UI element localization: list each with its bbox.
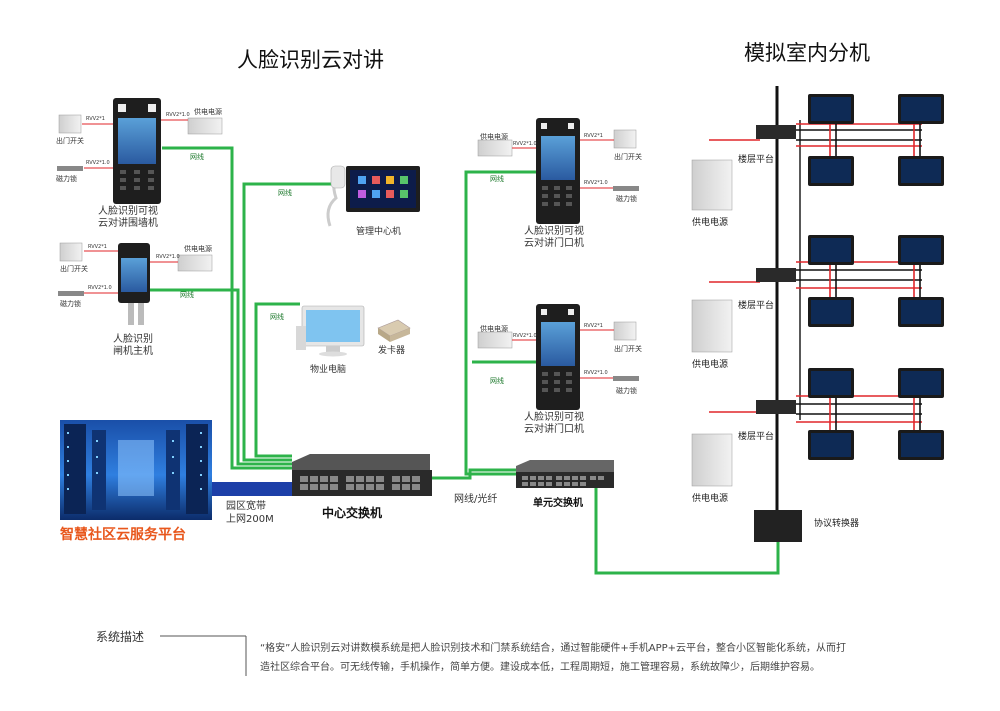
indoor-monitor [808, 297, 854, 327]
property-pc-label: 物业电脑 [310, 365, 347, 375]
mag-lock-label: 磁力锁 [616, 195, 637, 203]
center-switch-label: 中心交换机 [322, 506, 383, 520]
network-label: 网线 [490, 377, 504, 385]
power-supply-label: 供电电源 [480, 325, 508, 333]
indoor-monitor [898, 297, 944, 327]
property-pc-device [296, 305, 365, 357]
exit-switch-label: 出门开关 [56, 137, 84, 145]
mag-lock-device [57, 166, 83, 171]
indoor-monitors [808, 94, 944, 460]
unit-switch-label: 单元交换机 [533, 498, 583, 509]
network-label: 网线 [180, 291, 194, 299]
power-supply-device [187, 117, 223, 135]
cable-label: RVV2*1.0 [86, 160, 110, 166]
mag-lock-label: 磁力锁 [60, 300, 81, 308]
cable-label: RVV2*1.0 [513, 333, 537, 339]
wall-unit-label: 人脸识别可视 云对讲围墙机 [98, 206, 158, 229]
description-line-1: “格安”人脸识别云对讲数模系统是把人脸识别技术和门禁系统结合，通过智能硬件+手机… [260, 643, 847, 654]
card-issuer-label: 发卡器 [378, 346, 406, 356]
broadband-label: 园区宽带 上网200M [226, 501, 274, 525]
cable-label: RVV2*1.0 [584, 180, 608, 186]
network-label: 网线 [190, 153, 204, 161]
cable-label: RVV2*1 [86, 116, 105, 122]
network-lines [150, 146, 780, 575]
indoor-monitor [808, 156, 854, 186]
indoor-monitor [898, 94, 944, 124]
exit-button-device [58, 114, 82, 134]
cable-label: RVV2*1 [584, 133, 603, 139]
indoor-monitor [898, 430, 944, 460]
right-title: 模拟室内分机 [744, 41, 870, 65]
cloud-platform-label: 智慧社区云服务平台 [60, 527, 186, 543]
indoor-monitor [808, 430, 854, 460]
exit-switch-label: 出门开关 [614, 345, 642, 353]
cable-label: RVV2*1 [88, 244, 107, 250]
power-lines-wall [82, 119, 188, 169]
network-label: 网线 [490, 175, 504, 183]
power-lines-gate [84, 250, 178, 294]
network-label: 网线 [278, 189, 292, 197]
network-fiber-label: 网线/光纤 [454, 494, 498, 505]
mag-lock-device-2 [58, 291, 84, 296]
protocol-converter-label: 协议转换器 [814, 519, 860, 529]
center-switch-device [292, 454, 432, 496]
indoor-monitor [898, 156, 944, 186]
description-line-2: 造社区综合平台。可无线传输，手机操作，简单方便。建设成本低，工程周期短，施工管理… [260, 662, 820, 673]
server-room-image [60, 420, 212, 520]
gate-unit-device [118, 243, 150, 325]
analog-riser-section [691, 86, 922, 542]
power-supply-label: 供电电源 [480, 133, 508, 141]
cable-label: RVV2*1.0 [156, 254, 180, 260]
description-divider [160, 635, 247, 676]
cable-label: RVV2*1.0 [88, 285, 112, 291]
gate-unit-label: 人脸识别 闸机主机 [113, 334, 153, 357]
mag-lock-label: 磁力锁 [616, 387, 637, 395]
exit-button-device-2 [59, 242, 83, 262]
indoor-monitor [808, 235, 854, 265]
indoor-monitor [808, 94, 854, 124]
power-supply-label-right: 供电电源 [692, 218, 729, 228]
door-unit-1-label: 人脸识别可视 云对讲门口机 [524, 226, 584, 249]
unit-switch-device [516, 460, 614, 488]
floor-platform-label: 楼层平台 [738, 432, 775, 442]
exit-switch-label: 出门开关 [60, 265, 88, 273]
network-label: 网线 [270, 313, 284, 321]
indoor-monitor [898, 368, 944, 398]
management-center-device [326, 165, 420, 227]
exit-switch-label: 出门开关 [614, 153, 642, 161]
cable-label: RVV2*1.0 [584, 370, 608, 376]
floor-platform-label: 楼层平台 [738, 301, 775, 311]
indoor-monitor [898, 235, 944, 265]
power-supply-label: 供电电源 [184, 245, 212, 253]
indoor-monitor [808, 368, 854, 398]
description-heading: 系统描述 [96, 630, 145, 644]
mag-lock-label: 磁力锁 [56, 175, 77, 183]
broadband-link [212, 482, 294, 496]
door-unit-1-device [477, 118, 639, 224]
wall-unit-device [113, 98, 161, 204]
card-issuer-device [377, 319, 411, 342]
floor-platform-label: 楼层平台 [738, 155, 775, 165]
cable-label: RVV2*1.0 [513, 141, 537, 147]
power-supply-label-right: 供电电源 [692, 360, 729, 370]
door-unit-2-device [477, 304, 639, 410]
door-unit-2-label: 人脸识别可视 云对讲门口机 [524, 412, 584, 435]
left-title: 人脸识别云对讲 [237, 48, 384, 72]
power-supply-label: 供电电源 [194, 108, 222, 116]
power-supply-device-2 [177, 254, 213, 272]
power-supply-label-right: 供电电源 [692, 494, 729, 504]
management-label: 管理中心机 [356, 227, 402, 237]
cable-label: RVV2*1.0 [166, 112, 190, 118]
cable-label: RVV2*1 [584, 323, 603, 329]
